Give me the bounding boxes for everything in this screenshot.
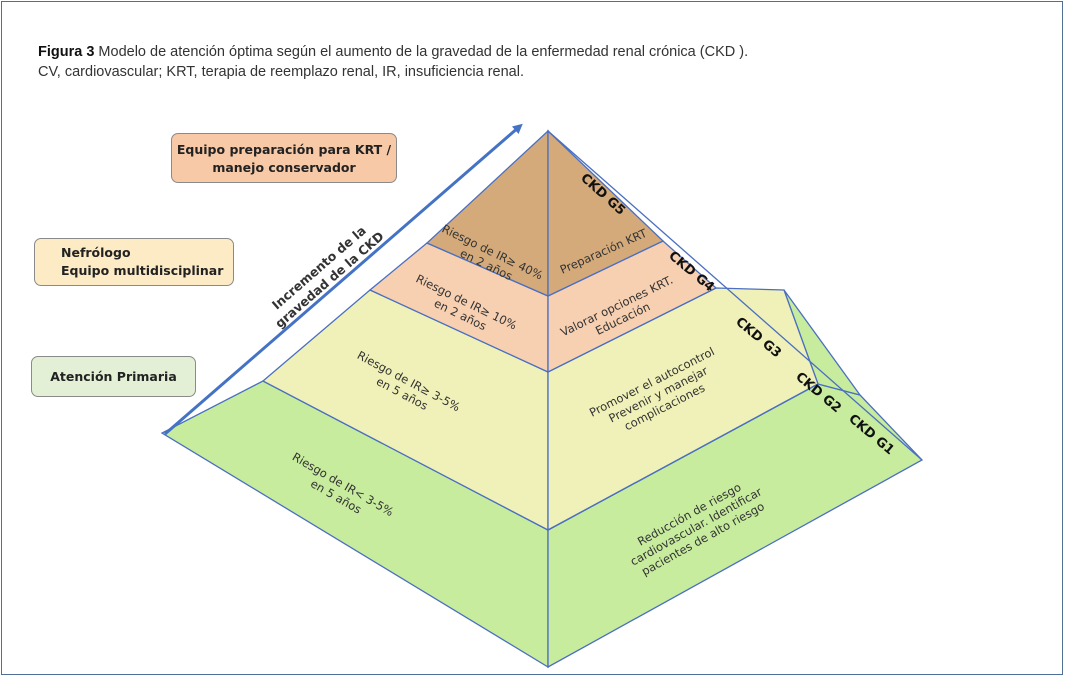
nephrologist-line-1: Nefrólogo	[61, 245, 131, 260]
caption-line-1: Figura 3 Modelo de atención óptima según…	[38, 42, 748, 62]
right-edge	[547, 130, 923, 461]
figure-label: Figura 3	[38, 44, 95, 60]
krt-team-line-1: Equipo preparación para KRT /	[176, 142, 392, 157]
level-g5-right-face	[547, 129, 665, 298]
figure-caption: Figura 3 Modelo de atención óptima según…	[38, 42, 748, 82]
nephrologist-box: Nefrólogo Equipo multidisciplinar	[34, 238, 234, 286]
krt-team-line-2: manejo conservador	[212, 160, 356, 175]
g2-g1-divider	[547, 383, 819, 531]
primary-care-label: Atención Primaria	[50, 369, 177, 384]
krt-team-box: Equipo preparación para KRT / manejo con…	[171, 133, 397, 183]
severity-arrow	[164, 123, 523, 436]
nephrologist-line-2: Equipo multidisciplinar	[61, 263, 224, 278]
caption-line-2: CV, cardiovascular; KRT, terapia de reem…	[38, 64, 524, 80]
primary-care-box: Atención Primaria	[31, 356, 196, 397]
caption-title: Modelo de atención óptima según el aumen…	[94, 44, 749, 60]
